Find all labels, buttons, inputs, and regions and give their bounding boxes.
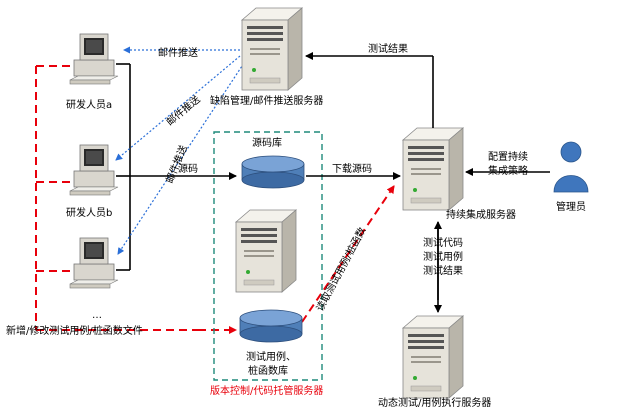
developer-b-computer-icon	[69, 144, 119, 196]
label-download-source: 下载源码	[332, 162, 372, 175]
repo-server-icon	[235, 209, 297, 293]
label-test-result: 测试结果	[423, 264, 463, 277]
defect-server-icon	[241, 7, 303, 91]
label-testcase-db-2: 桩函数库	[248, 364, 288, 377]
label-new-modify: 新增/修改测试用例/桩函数文件	[6, 324, 143, 337]
developer-more-computer-icon	[69, 237, 119, 289]
label-admin: 管理员	[556, 200, 586, 213]
email-push-lines	[115, 46, 247, 255]
label-exec-server: 动态测试/用例执行服务器	[378, 396, 491, 409]
admin-person-icon	[553, 141, 589, 193]
source-code-db-icon	[241, 155, 305, 189]
red-dash-commit-paths	[35, 65, 395, 334]
dev-bus-lines	[116, 63, 237, 271]
label-source-code: 源码	[178, 162, 198, 175]
label-repo-title: 源码库	[252, 136, 282, 149]
label-test-code: 测试代码	[423, 236, 463, 249]
label-ci-server: 持续集成服务器	[446, 208, 516, 221]
label-test-case: 测试用例	[423, 250, 463, 263]
label-test-result-top: 测试结果	[368, 42, 408, 55]
label-testcase-db-1: 测试用例、	[246, 350, 296, 363]
label-dev-b: 研发人员b	[66, 206, 112, 219]
label-defect-server: 缺陷管理/邮件推送服务器	[210, 94, 323, 107]
label-email-push-2: 邮件推送	[164, 93, 203, 129]
label-config-1: 配置持续	[488, 150, 528, 163]
label-config-2: 集成策略	[488, 164, 528, 177]
label-email-push-1: 邮件推送	[158, 46, 198, 59]
exec-server-icon	[402, 315, 464, 399]
vcs-server-boundary	[213, 131, 323, 381]
label-vcs-server: 版本控制/代码托管服务器	[210, 384, 323, 397]
testcase-db-icon	[239, 309, 303, 343]
label-dev-more: …	[92, 310, 102, 321]
ci-server-icon	[402, 127, 464, 211]
label-dev-a: 研发人员a	[66, 98, 112, 111]
developer-a-computer-icon	[69, 33, 119, 85]
ci-arrows	[305, 52, 550, 313]
